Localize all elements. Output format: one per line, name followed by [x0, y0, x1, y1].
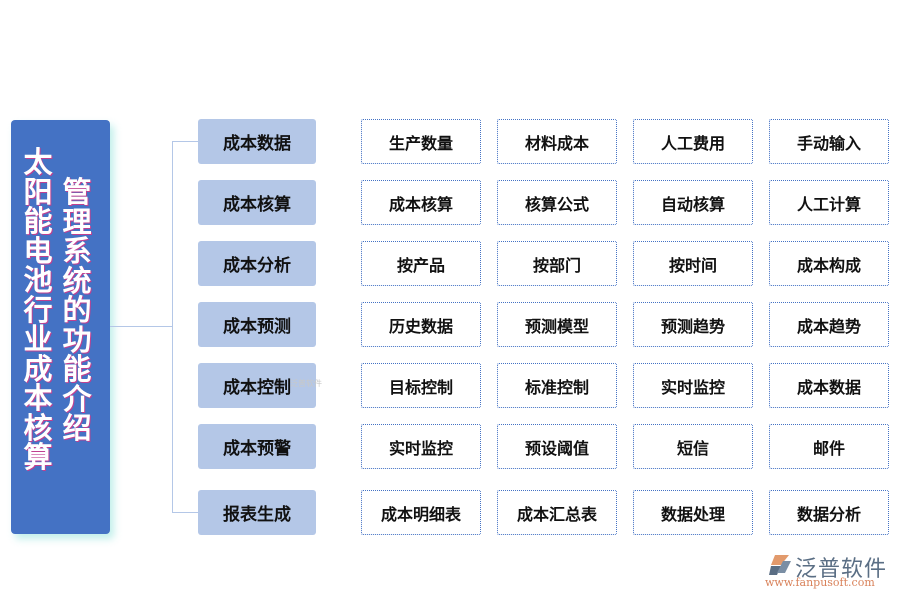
title-column-2: 管 理 系 统 的 功 能 介 绍: [62, 175, 92, 445]
leaf-item: 成本明细表: [361, 490, 481, 535]
watermark: 泛普软件: [290, 379, 322, 388]
connector-spine: [172, 141, 173, 513]
leaf-item: 按部门: [497, 241, 617, 286]
leaf-item: 邮件: [769, 424, 889, 469]
category-report-generation: 报表生成: [198, 490, 316, 535]
leaf-item: 人工费用: [633, 119, 753, 164]
leaf-item: 材料成本: [497, 119, 617, 164]
leaf-item: 预设阈值: [497, 424, 617, 469]
category-cost-analysis: 成本分析: [198, 241, 316, 286]
leaf-item: 数据分析: [769, 490, 889, 535]
leaf-item: 核算公式: [497, 180, 617, 225]
leaf-item: 自动核算: [633, 180, 753, 225]
title-column-1: 太 阳 能 电 池 行 业 成 本 核 算: [23, 145, 53, 474]
leaf-item: 生产数量: [361, 119, 481, 164]
leaf-item: 成本数据: [769, 363, 889, 408]
leaf-item: 短信: [633, 424, 753, 469]
leaf-item: 成本汇总表: [497, 490, 617, 535]
leaf-item: 历史数据: [361, 302, 481, 347]
leaf-item: 按时间: [633, 241, 753, 286]
category-cost-control: 成本控制: [198, 363, 316, 408]
leaf-item: 预测趋势: [633, 302, 753, 347]
connector-trunk: [110, 326, 173, 327]
category-cost-data: 成本数据: [198, 119, 316, 164]
leaf-item: 预测模型: [497, 302, 617, 347]
category-cost-accounting: 成本核算: [198, 180, 316, 225]
leaf-item: 实时监控: [361, 424, 481, 469]
fanpu-logo-icon: [769, 555, 791, 575]
logo-url: www.fanpusoft.com: [765, 576, 875, 589]
leaf-item: 标准控制: [497, 363, 617, 408]
leaf-item: 按产品: [361, 241, 481, 286]
category-cost-forecast: 成本预测: [198, 302, 316, 347]
fanpu-logo: 泛普软件 www.fanpusoft.com: [765, 553, 895, 593]
logo-name: 泛普软件: [795, 557, 888, 582]
leaf-item: 目标控制: [361, 363, 481, 408]
leaf-item: 成本趋势: [769, 302, 889, 347]
leaf-item: 人工计算: [769, 180, 889, 225]
category-cost-alert: 成本预警: [198, 424, 316, 469]
leaf-item: 手动输入: [769, 119, 889, 164]
leaf-item: 实时监控: [633, 363, 753, 408]
connector-branch: [172, 141, 198, 142]
leaf-item: 数据处理: [633, 490, 753, 535]
connector-branch: [172, 512, 198, 513]
leaf-item: 成本构成: [769, 241, 889, 286]
title-panel: 太 阳 能 电 池 行 业 成 本 核 算 管 理 系 统 的 功 能 介 绍: [11, 120, 110, 534]
leaf-item: 成本核算: [361, 180, 481, 225]
